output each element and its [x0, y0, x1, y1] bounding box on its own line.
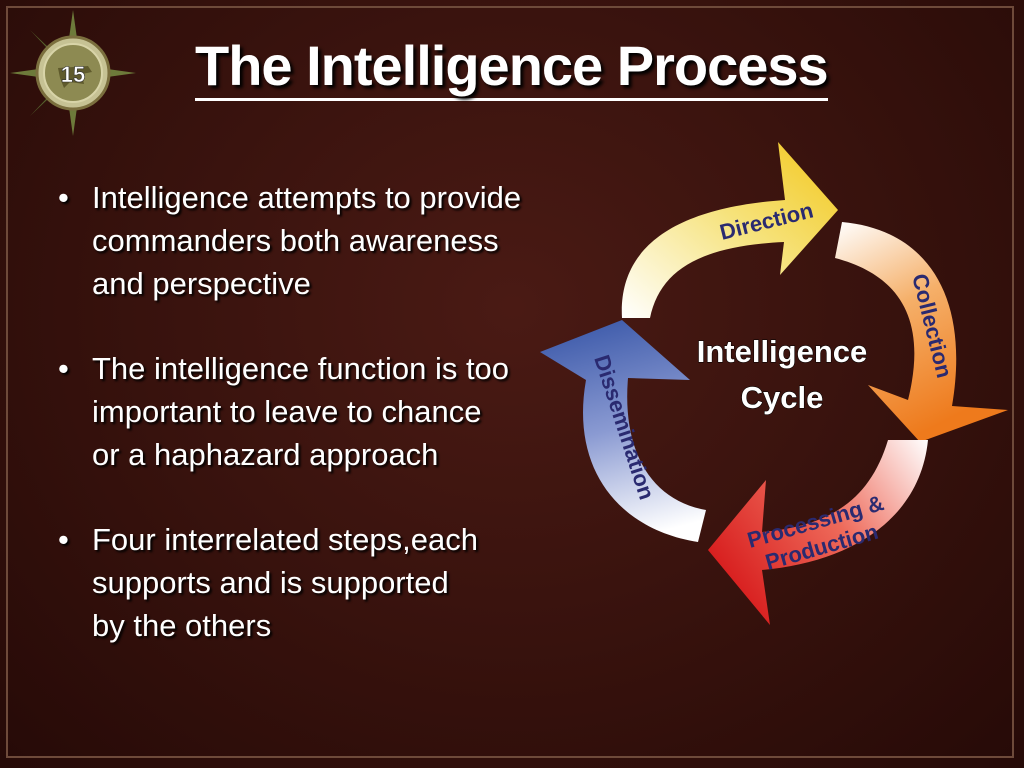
slide-number: 15: [61, 62, 85, 87]
bullet-icon: •: [58, 351, 69, 386]
bullet-text: Four interrelated steps,each supports an…: [92, 522, 478, 643]
dissemination-arrow: [540, 320, 706, 542]
bullet-text: The intelligence function is too importa…: [92, 351, 510, 472]
list-item: • The intelligence function is too import…: [52, 347, 552, 476]
processing-production-arrow: [708, 440, 928, 625]
cycle-center-subtitle: Cycle: [741, 380, 824, 415]
intelligence-cycle-diagram: Direction Collection Processing & Produc…: [540, 142, 1008, 625]
page-title: The Intelligence Process: [195, 34, 829, 101]
cycle-center-title: Intelligence: [697, 334, 868, 369]
collection-arrow: [835, 222, 1008, 442]
bullet-icon: •: [58, 522, 69, 557]
list-item: • Four interrelated steps,each supports a…: [52, 518, 552, 647]
list-item: • Intelligence attempts to provide comman…: [52, 176, 552, 305]
bullet-icon: •: [58, 180, 69, 215]
slide-number-badge: 15: [10, 10, 136, 136]
bullet-text: Intelligence attempts to provide command…: [92, 180, 522, 301]
direction-arrow: [621, 142, 838, 318]
bullet-list: • Intelligence attempts to provide comman…: [52, 176, 552, 689]
